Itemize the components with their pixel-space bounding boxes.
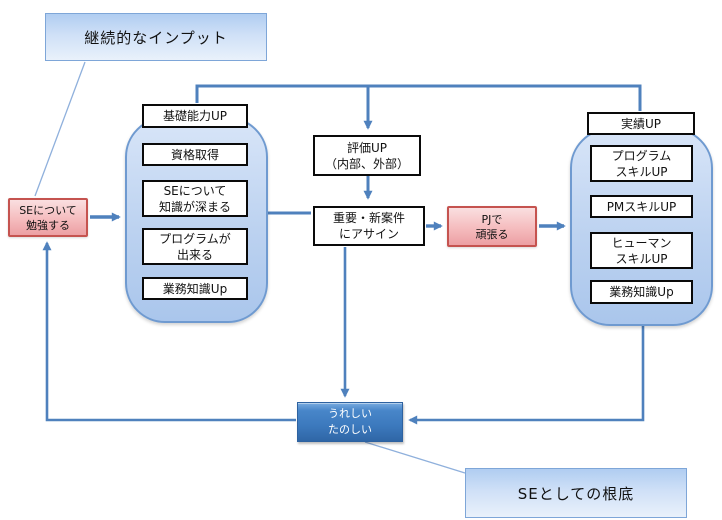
item-human-skill-up: ヒューマン スキルUP — [590, 232, 693, 269]
item-se-chishiki: SEについて 知識が深まる — [142, 180, 248, 217]
item-gyomu-chishiki-left: 業務知識Up — [142, 277, 248, 300]
item-program-skill-up: プログラム スキルUP — [590, 145, 693, 182]
callout-se-foundation: SEとしての根底 — [465, 468, 687, 518]
node-study-se: SEについて 勉強する — [8, 198, 88, 237]
node-evaluation-up: 評価UP （内部、外部） — [313, 135, 421, 176]
item-program-dekiru: プログラムが 出来る — [142, 228, 248, 265]
connector-top-basic-to-achievement — [195, 84, 642, 111]
node-pj-effort: PJで 頑張る — [447, 206, 537, 247]
node-assign-important: 重要・新案件 にアサイン — [313, 206, 425, 246]
item-shikaku-shutoku: 資格取得 — [142, 143, 248, 166]
node-happy-fun: うれしい たのしい — [297, 402, 403, 442]
item-pm-skill-up: PMスキルUP — [590, 195, 693, 218]
callout-line-se-foundation — [364, 441, 466, 474]
callout-line-continuous-input — [34, 61, 86, 197]
group-achievement-header: 実績UP — [587, 112, 695, 135]
arrow-happy-to-study — [42, 241, 296, 422]
callout-continuous-input: 継続的なインプット — [45, 13, 267, 61]
arrow-achievement-to-happy — [408, 326, 645, 425]
item-gyomu-chishiki-right: 業務知識Up — [590, 280, 693, 304]
group-basic-ability-header: 基礎能力UP — [142, 104, 248, 128]
